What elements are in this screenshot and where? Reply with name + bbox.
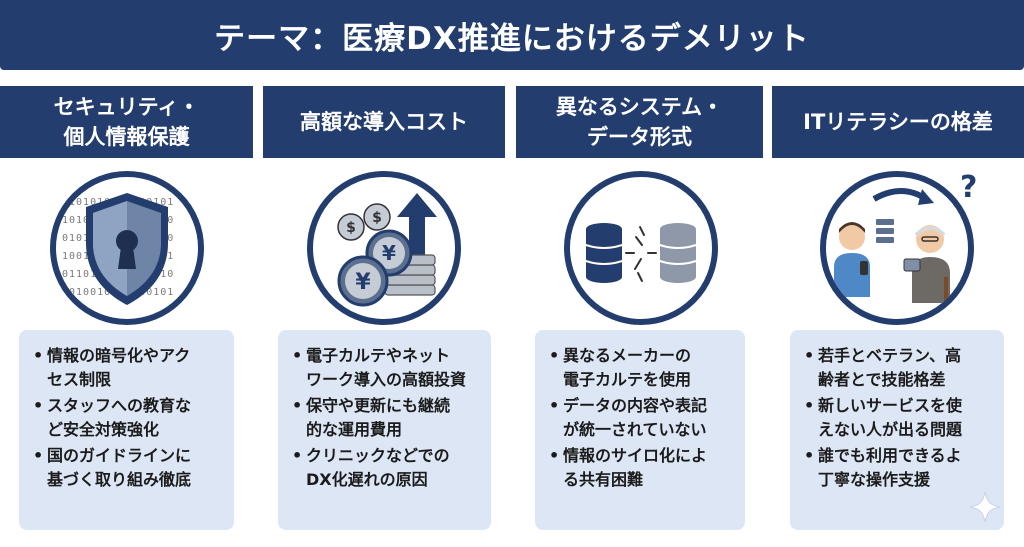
security-illustration: 0101010110100101 1010011010110010 010110… bbox=[50, 171, 204, 325]
column-title-line: データ形式 bbox=[587, 125, 692, 149]
column-title-line: セキュリティ・ bbox=[53, 95, 200, 119]
coin-symbol: ¥ bbox=[355, 270, 371, 295]
column-header-literacy: ITリテラシーの格差 bbox=[772, 86, 1024, 158]
database-left-icon bbox=[585, 223, 623, 283]
question-mark-icon: ? bbox=[960, 170, 978, 205]
column-title-line: 異なるシステム・ bbox=[555, 95, 724, 119]
coin-symbol: $ bbox=[372, 210, 382, 226]
title-banner: テーマ：医療DX推進におけるデメリット bbox=[0, 0, 1024, 70]
database-right-icon bbox=[659, 223, 697, 283]
broken-connection-icon bbox=[625, 226, 657, 282]
coin-symbol: $ bbox=[346, 220, 356, 236]
disconnected-databases-icon bbox=[585, 223, 697, 283]
young-and-elderly-users-icon bbox=[834, 188, 950, 315]
shield-keyhole-icon: 0101010110100101 1010011010110010 010110… bbox=[62, 193, 173, 305]
literacy-illustration bbox=[820, 171, 974, 325]
column-title-line: 個人情報保護 bbox=[63, 125, 190, 149]
page-title: テーマ：医療DX推進におけるデメリット bbox=[214, 20, 810, 57]
sparkle-icon bbox=[969, 491, 1001, 523]
coin-symbol: ¥ bbox=[382, 241, 396, 265]
cost-illustration: $ $ ¥ ¥ bbox=[307, 171, 461, 325]
systems-illustration bbox=[564, 171, 718, 325]
column-title-line: ITリテラシーの格差 bbox=[803, 110, 993, 134]
column-header-systems: 異なるシステム・ データ形式 bbox=[516, 86, 763, 158]
coins-rising-arrow-icon: $ $ ¥ ¥ bbox=[337, 193, 437, 307]
column-title-line: 高額な導入コスト bbox=[300, 110, 468, 134]
column-header-security: セキュリティ・ 個人情報保護 bbox=[0, 86, 253, 158]
column-header-cost: 高額な導入コスト bbox=[263, 86, 505, 158]
